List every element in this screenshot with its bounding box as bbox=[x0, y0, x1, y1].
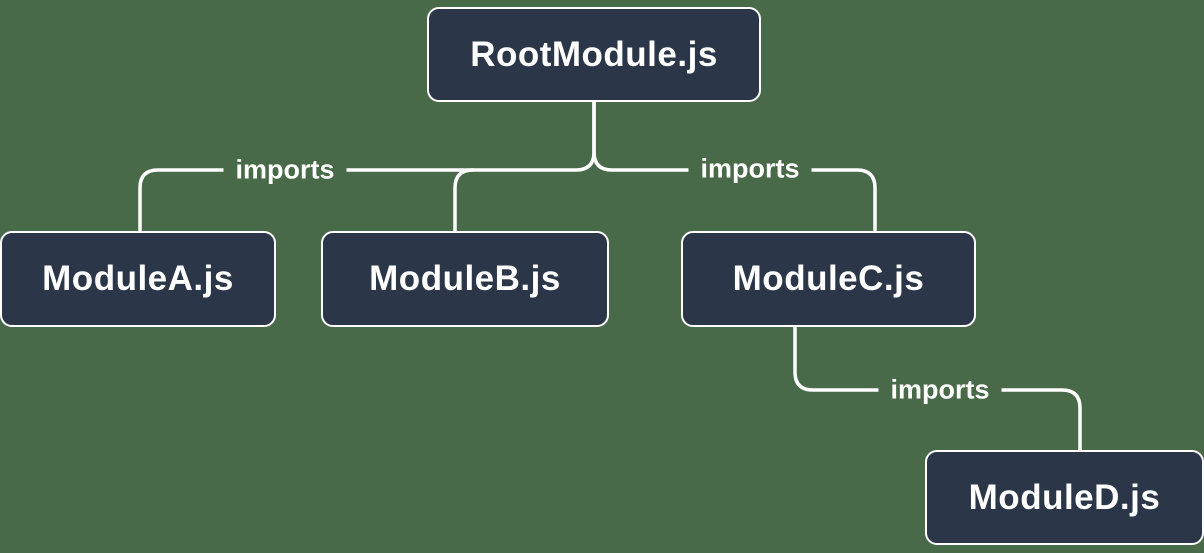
node-moduleA: ModuleA.js bbox=[0, 231, 276, 327]
node-moduleC: ModuleC.js bbox=[681, 231, 976, 327]
node-moduleD: ModuleD.js bbox=[925, 450, 1204, 545]
node-rootmodule: RootModule.js bbox=[427, 7, 761, 102]
node-moduleB: ModuleB.js bbox=[321, 231, 609, 327]
node-moduleD-label: ModuleD.js bbox=[968, 477, 1161, 517]
edge-label-imports-right: imports bbox=[688, 151, 812, 187]
edge-label-imports-bottom: imports bbox=[878, 372, 1002, 408]
node-moduleB-label: ModuleB.js bbox=[369, 259, 561, 298]
node-rootmodule-label: RootModule.js bbox=[470, 34, 718, 74]
edge-root-moduleB bbox=[453, 168, 475, 233]
node-moduleC-label: ModuleC.js bbox=[732, 259, 925, 298]
node-moduleA-label: ModuleA.js bbox=[42, 259, 234, 298]
edge-label-imports-left: imports bbox=[223, 152, 347, 188]
edge-root-moduleA bbox=[138, 100, 596, 233]
